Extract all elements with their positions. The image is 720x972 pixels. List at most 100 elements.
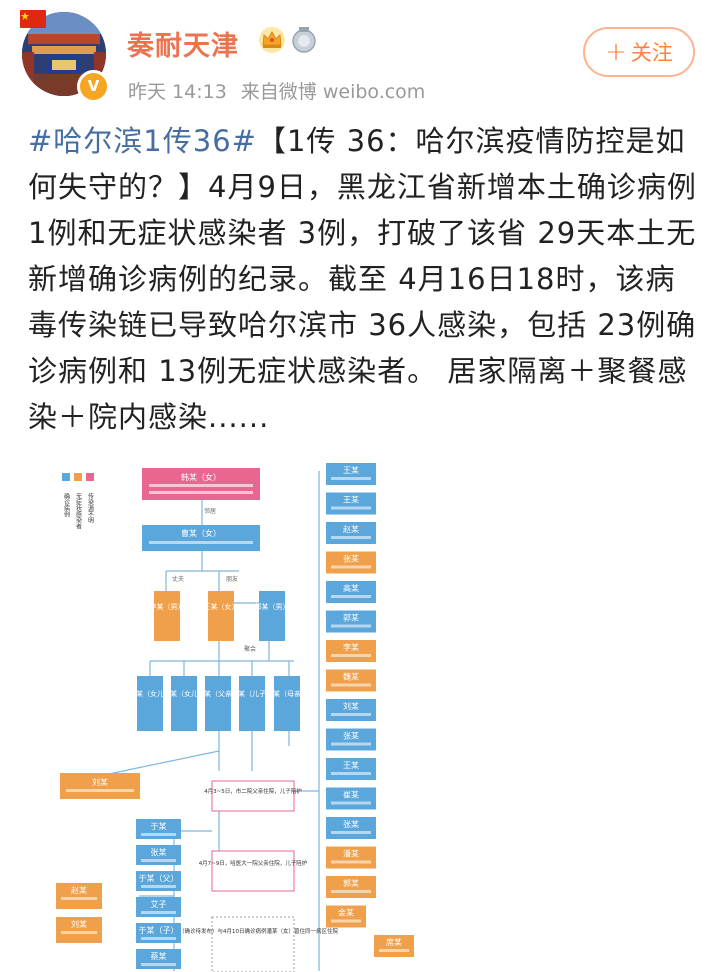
svg-text:张某: 张某	[151, 848, 167, 857]
case-box-wang[interactable]: 王某（女）	[204, 591, 239, 641]
verified-badge: V	[77, 70, 110, 103]
username[interactable]: 奏耐天津	[127, 31, 239, 62]
svg-text:郭某: 郭某	[343, 613, 359, 623]
crown-icon[interactable]	[258, 26, 286, 54]
follow-button[interactable]: + 关注	[583, 27, 695, 77]
svg-text:4月7~9日，哈医大一院父亲住院，儿子陪护: 4月7~9日，哈医大一院父亲住院，儿子陪护	[199, 859, 308, 867]
right-case-box[interactable]: 张某	[326, 551, 376, 574]
svg-text:魏某: 魏某	[343, 672, 359, 682]
svg-text:李某（男）: 李某（男）	[150, 602, 185, 611]
svg-text:4月3~5日，市二院父亲住院，儿子陪护: 4月3~5日，市二院父亲住院，儿子陪护	[204, 787, 302, 795]
label-friend: 朋友	[226, 575, 238, 583]
post-body-text: 【1传 36：哈尔滨疫情防控是如何失守的？】4月9日，黑龙江省新增本土确诊病例 …	[28, 124, 697, 434]
right-case-box[interactable]: 刘某	[326, 699, 376, 721]
svg-text:于某（子）: 于某（子）	[139, 926, 179, 935]
transmission-diagram[interactable]: 确诊病例 无症状感染者 传染源不明 韩某（女）	[54, 451, 424, 972]
svg-text:高某: 高某	[343, 583, 359, 593]
case-box-liu[interactable]: 刘某	[60, 773, 140, 799]
svg-text:赵某: 赵某	[343, 524, 359, 534]
svg-text:陈某（父亲）: 陈某（父亲）	[197, 689, 239, 698]
right-case-box[interactable]: 金某	[326, 905, 366, 928]
label-dinner: 聚会	[244, 645, 256, 653]
svg-text:艾子: 艾子	[151, 900, 167, 909]
family-case-boxes[interactable]: 陈某（女儿） 陈某（女儿） 陈某（父亲） 陈某（儿子） 陈某（母亲）	[129, 676, 308, 731]
diagram-connectors	[98, 471, 320, 971]
hospital-note-2: 4月7~9日，哈医大一院父亲住院，儿子陪护	[199, 850, 308, 892]
right-case-box[interactable]: 王某	[326, 463, 376, 485]
diagram-legend: 确诊病例 无症状感染者 传染源不明	[62, 473, 94, 530]
post-time: 昨天 14:13	[128, 81, 227, 103]
right-case-box[interactable]: 郭某	[326, 610, 376, 633]
svg-text:崔某: 崔某	[343, 790, 359, 800]
svg-text:蔡某: 蔡某	[151, 951, 167, 961]
right-case-box[interactable]: 王某	[326, 492, 376, 515]
svg-text:潘某: 潘某	[343, 849, 359, 859]
label-husband: 丈夫	[172, 575, 184, 583]
svg-text:于某（父）: 于某（父）	[139, 874, 179, 883]
svg-text:陈某（女儿）: 陈某（女儿）	[129, 689, 171, 698]
svg-text:王某: 王某	[343, 761, 359, 770]
post-source[interactable]: 来自微博 weibo.com	[240, 81, 426, 103]
svg-text:金某: 金某	[338, 908, 354, 918]
right-case-box[interactable]: 崔某	[326, 787, 376, 810]
legend-asymptomatic: 无症状感染者	[75, 493, 82, 530]
hashtag-link[interactable]: #哈尔滨1传36#	[28, 124, 257, 158]
right-case-box[interactable]: 魏某	[326, 669, 376, 692]
right-case-box[interactable]: 高某	[326, 581, 376, 603]
left-asymptomatic-box[interactable]: 赵某	[56, 883, 102, 909]
svg-text:于某: 于某	[151, 822, 167, 831]
svg-text:陈某（儿子）: 陈某（儿子）	[231, 689, 273, 698]
case-box-cao[interactable]: 曹某（女）	[142, 525, 260, 551]
svg-text:张某: 张某	[343, 820, 359, 829]
plus-icon: +	[605, 37, 627, 67]
svg-text:张某: 张某	[343, 732, 359, 741]
svg-text:曹某（女）: 曹某（女）	[181, 528, 221, 538]
left-case-box[interactable]: 张某	[136, 845, 181, 865]
svg-text:王某: 王某	[343, 466, 359, 475]
left-case-box[interactable]: 艾子	[136, 897, 181, 917]
svg-text:张某: 张某	[343, 555, 359, 564]
right-case-box[interactable]: 张某	[326, 728, 376, 751]
svg-text:刘某: 刘某	[71, 919, 87, 929]
svg-text:王某（确诊待发布）与4月10日确诊病例潘某（女）曾住同一病区: 王某（确诊待发布）与4月10日确诊病例潘某（女）曾住同一病区住院	[168, 927, 338, 935]
left-asymptomatic-box[interactable]: 刘某	[56, 917, 102, 943]
post-meta: 昨天 14:13 来自微博 weibo.com	[128, 77, 439, 104]
left-case-box[interactable]: 蔡某	[136, 949, 181, 969]
svg-text:郭某: 郭某	[343, 878, 359, 888]
right-case-box[interactable]: 席某	[374, 935, 414, 957]
svg-text:赵某: 赵某	[71, 885, 87, 895]
svg-text:韩某（女）: 韩某（女）	[181, 472, 221, 482]
hospital-note-1: 4月3~5日，市二院父亲住院，儿子陪护	[204, 780, 302, 812]
svg-text:王某: 王某	[343, 496, 359, 505]
case-box-guo[interactable]: 郭某（男）	[255, 591, 290, 641]
legend-unknown: 传染源不明	[87, 492, 94, 524]
svg-text:陈某（母亲）: 陈某（母亲）	[266, 689, 308, 698]
right-case-box[interactable]: 潘某	[326, 846, 376, 869]
hospital-note-3: 王某（确诊待发布）与4月10日确诊病例潘某（女）曾住同一病区住院	[168, 916, 338, 972]
case-box-li[interactable]: 李某（男）	[150, 591, 185, 641]
svg-text:席某: 席某	[386, 937, 402, 947]
right-case-box[interactable]: 张某	[326, 817, 376, 839]
follow-label: 关注	[630, 41, 673, 65]
china-flag-icon	[20, 10, 46, 28]
post-header: V 奏耐天津 昨天 14:13 来自微博 weibo.com + 关注	[0, 0, 720, 115]
svg-text:郭某（男）: 郭某（男）	[255, 602, 290, 611]
label-neighbor: 邻居	[204, 507, 216, 515]
left-case-box[interactable]: 于某（子）	[136, 923, 181, 943]
svg-text:刘某: 刘某	[343, 701, 359, 711]
right-case-box[interactable]: 王某	[326, 758, 376, 780]
svg-text:陈某（女儿）: 陈某（女儿）	[163, 689, 205, 698]
source-case-box[interactable]: 韩某（女）	[142, 468, 260, 500]
right-case-box[interactable]: 李某	[326, 640, 376, 662]
legend-confirmed: 确诊病例	[63, 492, 70, 518]
post-body: #哈尔滨1传36#【1传 36：哈尔滨疫情防控是如何失守的？】4月9日，黑龙江省…	[28, 118, 700, 440]
right-case-box[interactable]: 郭某	[326, 876, 376, 898]
svg-text:王某（女）: 王某（女）	[204, 602, 239, 611]
left-case-box[interactable]: 于某	[136, 819, 181, 839]
medal-icon[interactable]	[291, 26, 317, 54]
right-case-box[interactable]: 赵某	[326, 522, 376, 544]
left-case-box[interactable]: 于某（父）	[136, 871, 181, 891]
